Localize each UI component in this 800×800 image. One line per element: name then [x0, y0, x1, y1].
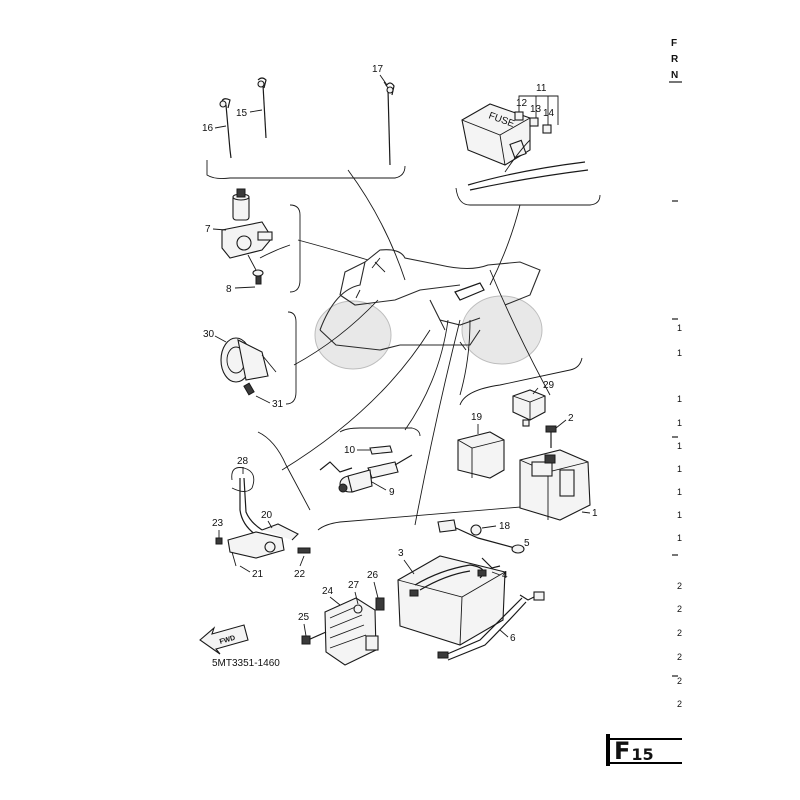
callout-29: 29: [543, 380, 555, 391]
callout-9: 9: [389, 487, 395, 498]
callout-13: 13: [530, 104, 542, 115]
edge-header-3: N: [671, 70, 678, 81]
battery: [397, 555, 506, 646]
edge-mark-11: 2: [677, 604, 682, 614]
edge-mark-2: 1: [677, 348, 682, 358]
callout-21: 21: [252, 569, 264, 580]
callout-3: 3: [398, 548, 404, 559]
edge-mark-5: 1: [677, 441, 682, 451]
page-number-badge: F 15: [606, 734, 682, 766]
callout-12: 12: [516, 98, 528, 109]
callout-31: 31: [272, 399, 284, 410]
callouts: 1 2 3 4 5 6 7 8 9 10 11 12 13 14 15 16 1…: [202, 64, 598, 644]
main-switch: [221, 188, 291, 285]
motorcycle-outline: [314, 249, 543, 370]
diagram-code: 5MT3351-1460: [212, 658, 280, 669]
callout-8: 8: [226, 284, 232, 295]
right-edge-column: F R N 1 1 1 1 1 1 1 1 1 2 2 2 2 2 2: [669, 38, 682, 709]
starter-relay: [519, 425, 591, 521]
callout-1: 1: [592, 508, 598, 519]
edge-mark-4: 1: [677, 418, 682, 428]
callout-14: 14: [543, 108, 555, 119]
callout-6: 6: [510, 633, 516, 644]
edge-header-1: F: [671, 38, 677, 49]
edge-mark-1: 1: [677, 323, 682, 333]
callout-15: 15: [236, 108, 248, 119]
page-badge-number: 15: [631, 744, 654, 764]
leader-lines: [281, 169, 551, 526]
callout-25: 25: [298, 612, 310, 623]
callout-18: 18: [499, 521, 511, 532]
callout-20: 20: [261, 510, 273, 521]
page-badge-letter: F: [614, 737, 631, 765]
callout-16: 16: [202, 123, 214, 134]
battery-cables: [437, 519, 545, 661]
callout-2: 2: [568, 413, 574, 424]
callout-7: 7: [205, 224, 211, 235]
edge-mark-9: 1: [677, 533, 682, 543]
edge-header-2: R: [671, 54, 679, 65]
callout-5: 5: [524, 538, 530, 549]
edge-mark-12: 2: [677, 628, 682, 638]
callout-22: 22: [294, 569, 306, 580]
relay-unit: [457, 431, 505, 479]
sensor-assembly: [319, 445, 413, 493]
cable-tie-group: [206, 77, 406, 180]
callout-24: 24: [322, 586, 334, 597]
edge-mark-3: 1: [677, 394, 682, 404]
edge-mark-15: 2: [677, 699, 682, 709]
callout-4: 4: [502, 570, 508, 581]
sidestand-switch: [215, 467, 311, 567]
edge-mark-7: 1: [677, 487, 682, 497]
callout-19: 19: [471, 412, 483, 423]
edge-mark-13: 2: [677, 652, 682, 662]
fuse-box-group: FUSE: [455, 95, 601, 206]
forward-direction-arrow: FWD: [199, 624, 249, 655]
edge-mark-8: 1: [677, 510, 682, 520]
callout-27: 27: [348, 580, 360, 591]
callout-26: 26: [367, 570, 379, 581]
callout-17: 17: [372, 64, 384, 75]
fwd-label: FWD: [219, 635, 236, 646]
page-badge-bar: [606, 734, 610, 766]
callout-28: 28: [237, 456, 249, 467]
callout-23: 23: [212, 518, 224, 529]
callout-10: 10: [344, 445, 356, 456]
edge-mark-6: 1: [677, 464, 682, 474]
callout-30: 30: [203, 329, 215, 340]
rectifier-regulator: [301, 597, 385, 666]
callout-11: 11: [536, 83, 547, 94]
relay: [512, 389, 546, 427]
horn: [220, 337, 277, 396]
edge-mark-10: 2: [677, 581, 682, 591]
edge-mark-14: 2: [677, 676, 682, 686]
